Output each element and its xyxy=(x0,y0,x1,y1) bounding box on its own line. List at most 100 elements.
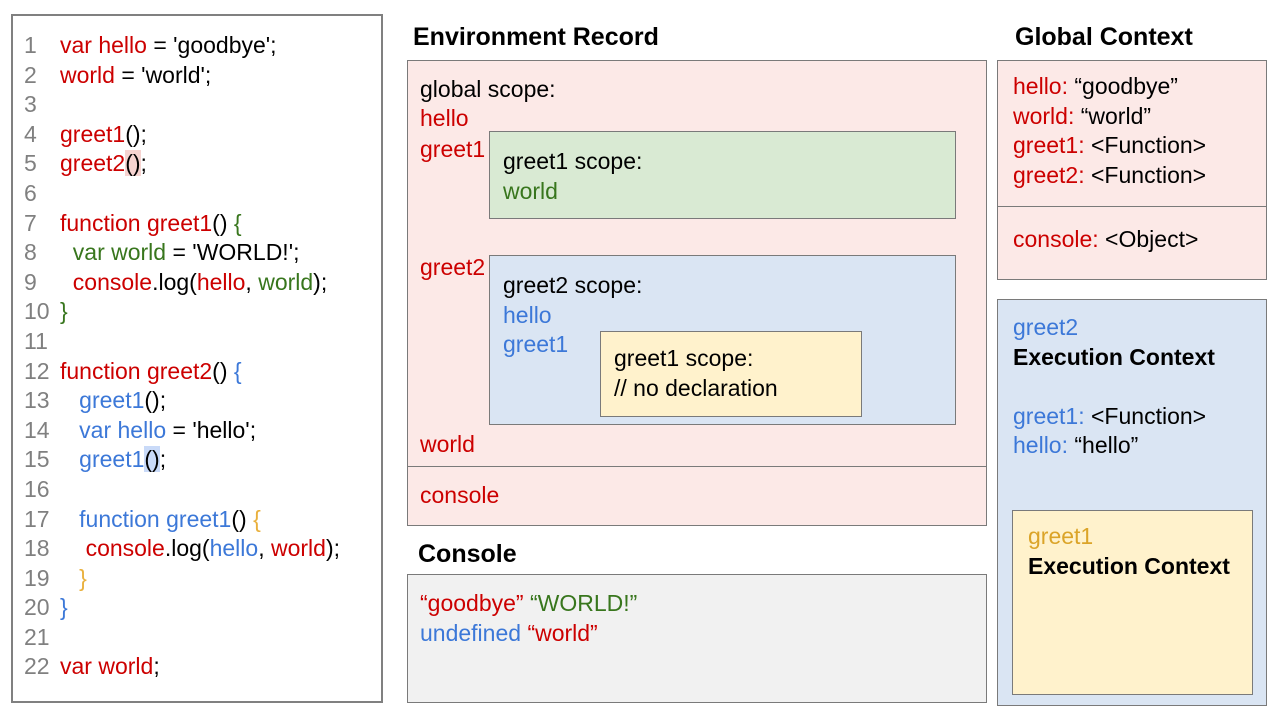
entry-value: “hello” xyxy=(1067,432,1139,459)
code-token: undefined xyxy=(420,619,522,646)
code-token: () xyxy=(212,357,234,384)
code-token xyxy=(60,269,73,295)
entry-name: hello: xyxy=(1013,73,1068,99)
context-entry: hello: “hello” xyxy=(1013,431,1266,461)
entry-name: hello: xyxy=(1013,432,1068,459)
line-number: 16 xyxy=(24,475,50,502)
code-line: 17 function greet1() { xyxy=(24,505,381,535)
context-entry: greet2: <Function> xyxy=(1013,161,1266,191)
line-number: 20 xyxy=(24,594,50,621)
line-number: 8 xyxy=(24,239,37,266)
code-token: () xyxy=(125,150,141,177)
code-token xyxy=(60,239,73,265)
line-number: 14 xyxy=(24,416,50,443)
greet1-scope-label: greet1 scope: xyxy=(503,148,643,174)
context-entry: console: <Object> xyxy=(1013,225,1266,255)
line-number: 22 xyxy=(24,653,50,680)
code-token: “world” xyxy=(527,619,598,646)
code-token: = 'world'; xyxy=(114,61,212,88)
code-token: world xyxy=(270,535,326,562)
console-output-line: “goodbye” “WORLD!” xyxy=(420,589,986,619)
code-token: hello xyxy=(196,268,246,295)
code-token: , xyxy=(258,535,271,562)
code-line: 18 console.log(hello, world); xyxy=(24,534,381,564)
inner-greet1-scope-box: greet1 scope: // no declaration xyxy=(600,331,862,417)
inner-greet1-scope-comment: // no declaration xyxy=(614,374,778,401)
code-line: 8 var world = 'WORLD!'; xyxy=(24,238,381,268)
global-var-hello: hello xyxy=(420,105,469,131)
global-scope-label: global scope: xyxy=(420,76,556,102)
code-token: = 'goodbye'; xyxy=(146,32,277,58)
greet2-scope-var-hello: hello xyxy=(503,301,552,328)
entry-value: “goodbye” xyxy=(1067,73,1178,99)
code-line: 13 greet1(); xyxy=(24,386,381,416)
greet2-ec-title: Execution Context xyxy=(1013,343,1215,370)
entry-value: <Function> xyxy=(1084,402,1207,429)
code-token: ); xyxy=(313,268,328,295)
entry-value: <Function> xyxy=(1084,132,1207,159)
greet2-scope-var-greet1: greet1 xyxy=(503,331,569,358)
greet1-ec-title: Execution Context xyxy=(1028,552,1230,579)
code-token: console xyxy=(72,268,153,295)
code-token: { xyxy=(253,505,261,532)
console-output-box: “goodbye” “WORLD!”undefined “world” xyxy=(407,574,987,703)
line-number: 9 xyxy=(24,268,37,295)
code-token: } xyxy=(60,594,68,621)
global-context-title: Global Context xyxy=(1015,23,1193,51)
code-token: function greet2 xyxy=(60,357,213,384)
code-token: greet1 xyxy=(60,120,126,147)
code-token: ); xyxy=(325,535,341,562)
code-token: (); xyxy=(144,387,167,414)
entry-name: greet2: xyxy=(1013,161,1085,188)
line-number: 4 xyxy=(24,120,37,147)
code-line: 20} xyxy=(24,593,381,623)
code-token: { xyxy=(233,209,242,236)
greet1-scope-var-world: world xyxy=(503,177,558,204)
code-token xyxy=(60,387,79,413)
code-token: { xyxy=(233,357,242,384)
code-token: .log( xyxy=(152,268,197,295)
code-token: greet1 xyxy=(79,446,145,473)
greet1-execution-context-box: greet1 Execution Context xyxy=(1012,510,1253,695)
line-number: 12 xyxy=(24,357,50,384)
context-entry: greet1: <Function> xyxy=(1013,131,1266,161)
greet2-scope-label: greet2 scope: xyxy=(503,272,643,298)
code-token: “WORLD!” xyxy=(529,590,638,616)
line-number: 10 xyxy=(24,298,50,325)
code-token: greet1 xyxy=(79,387,145,414)
entry-name: greet1: xyxy=(1013,132,1085,159)
code-line: 6 xyxy=(24,179,381,209)
greet1-scope-box: greet1 scope: world xyxy=(489,131,956,219)
code-line: 19 } xyxy=(24,564,381,594)
code-token: , xyxy=(245,268,259,295)
code-token: console xyxy=(85,535,165,562)
context-entry: greet1: <Function> xyxy=(1013,402,1266,432)
code-token: } xyxy=(79,564,87,591)
code-token xyxy=(60,446,79,472)
inner-greet1-scope-label: greet1 scope: xyxy=(614,345,754,371)
line-number: 11 xyxy=(24,327,48,354)
code-token: (); xyxy=(125,120,147,147)
console-record-box: console xyxy=(407,466,987,526)
line-number: 13 xyxy=(24,387,50,414)
entry-value: “world” xyxy=(1074,102,1152,129)
code-line: 3 xyxy=(24,90,381,120)
line-number: 3 xyxy=(24,91,37,118)
code-token: function greet1 xyxy=(60,209,213,236)
entry-value: <Object> xyxy=(1098,226,1199,252)
code-token: greet2 xyxy=(60,150,126,177)
code-token: var world xyxy=(72,239,167,266)
line-number: 19 xyxy=(24,564,50,591)
console-output-line: undefined “world” xyxy=(420,619,986,649)
code-token: ; xyxy=(153,653,160,680)
greet2-ec-label: greet2 xyxy=(1013,314,1079,340)
global-var-greet1: greet1 xyxy=(420,136,486,162)
code-token xyxy=(60,565,79,591)
code-token: () xyxy=(144,446,160,473)
code-token: ; xyxy=(140,150,147,177)
